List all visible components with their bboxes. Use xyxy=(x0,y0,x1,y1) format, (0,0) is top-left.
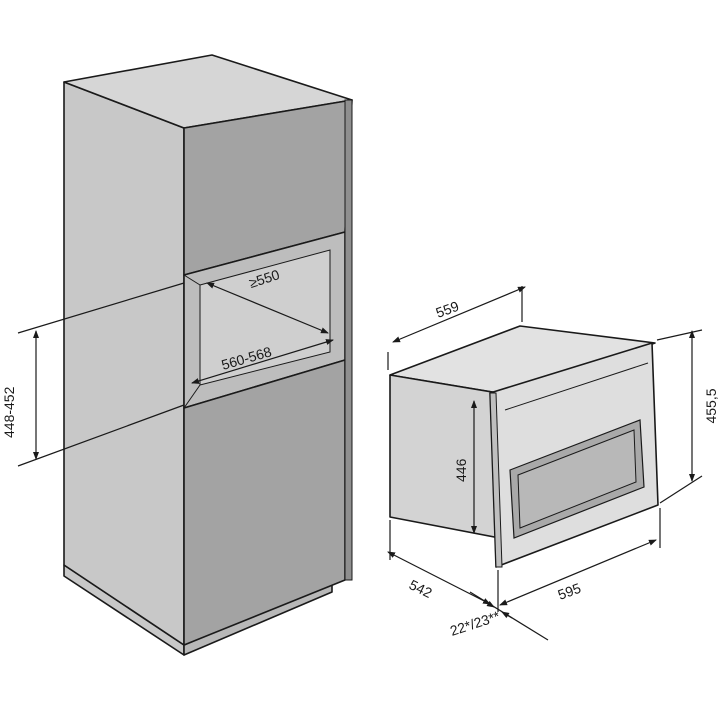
appliance-width-label: 595 xyxy=(556,580,584,603)
niche-height-label: 448-452 xyxy=(1,386,17,438)
appliance-control-strip xyxy=(504,362,649,411)
niche-height-dimension: 448-452 xyxy=(1,282,185,467)
oven-appliance xyxy=(389,325,659,568)
niche-inner-edge xyxy=(183,384,201,409)
appliance-window-inner xyxy=(517,429,637,529)
appliance-body-depth-label: 542 xyxy=(407,576,435,601)
appliance-body-height-dimension: 446 xyxy=(453,400,477,534)
cabinet-side-panel xyxy=(63,81,185,646)
appliance-total-height-dimension: 455,5 xyxy=(656,329,719,504)
appliance-width-dimension: 595 xyxy=(497,508,661,612)
niche-inner-edge xyxy=(183,274,201,286)
appliance-total-height-label: 455,5 xyxy=(703,388,719,423)
cabinet-lower-door xyxy=(183,359,346,646)
front-panel-depth-label: 22*/23** xyxy=(448,608,502,639)
appliance-body-height-label: 446 xyxy=(453,458,469,482)
cabinet-right-edge xyxy=(344,99,353,581)
tall-cabinet xyxy=(63,54,353,656)
appliance-depth-label: 559 xyxy=(434,298,462,321)
appliance-depth-dimension: 559 xyxy=(387,286,526,370)
